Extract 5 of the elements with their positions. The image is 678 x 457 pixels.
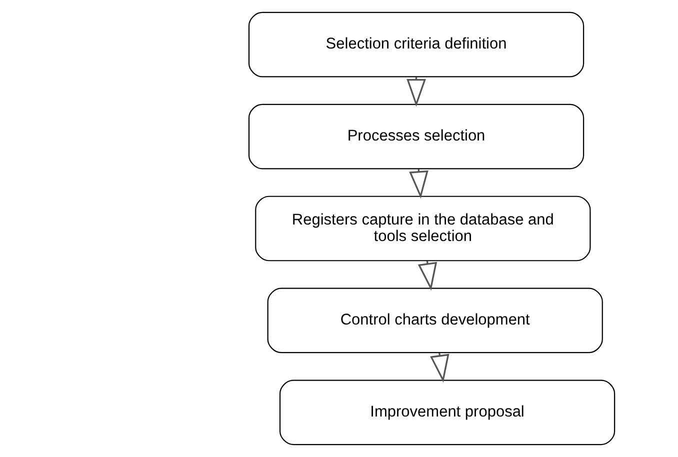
node-box: Control charts development	[267, 288, 603, 354]
node-box: Improvement proposal	[279, 380, 616, 446]
node-box: Selection criteria definition	[248, 12, 584, 78]
node-box: Registers capture in the database and tools selection	[255, 196, 591, 262]
node-box: Processes selection	[248, 104, 584, 170]
